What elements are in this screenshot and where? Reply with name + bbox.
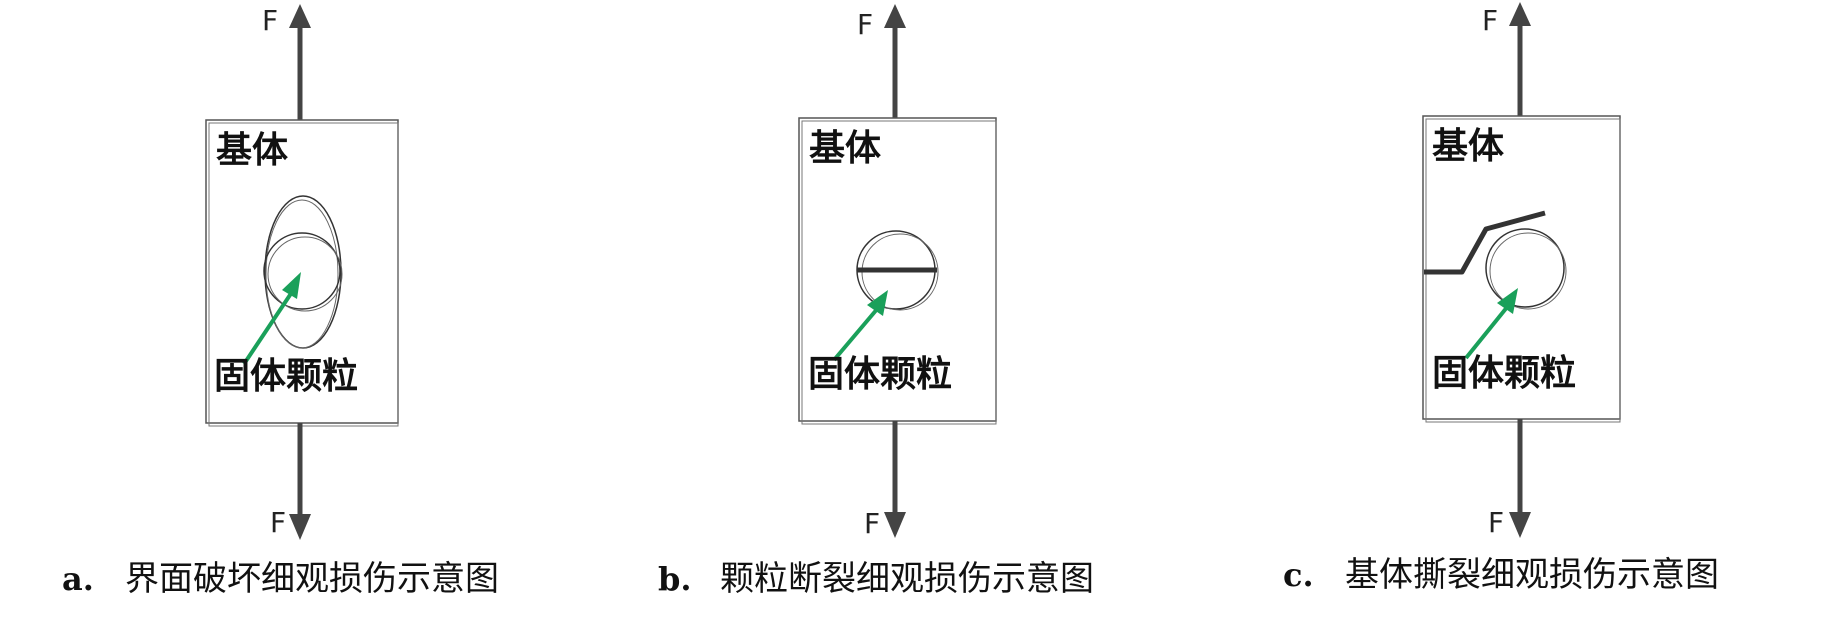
panel-a-caption-letter: a.: [62, 560, 94, 598]
panel-b-force-bottom-label: F: [864, 507, 880, 540]
panel-c-force-bottom-arrow: [1509, 419, 1531, 538]
panel-a-force-top-label: F: [262, 4, 278, 37]
panel-c-force-bottom-label: F: [1488, 506, 1504, 539]
panel-b-matrix-label: 基体: [809, 128, 881, 169]
panel-b-pointer-arrow: [832, 290, 888, 362]
panel-b-particle-label: 固体颗粒: [808, 354, 952, 395]
panel-c-tear-crack: [1424, 210, 1546, 275]
panel-a-matrix-label: 基体: [216, 130, 288, 171]
panel-b-caption-text: 颗粒断裂细观损伤示意图: [720, 559, 1094, 599]
panel-a-force-top-arrow: [289, 4, 311, 120]
panel-b: F 基体 固体颗粒 F b. 颗粒断裂细观损伤示意图: [658, 4, 1094, 599]
panel-a-caption-text: 界面破坏细观损伤示意图: [125, 559, 499, 599]
panel-a-particle-label: 固体颗粒: [214, 356, 358, 397]
panel-c-force-top-label: F: [1482, 4, 1498, 37]
panel-a-force-bottom-label: F: [270, 506, 286, 539]
panel-a-particle: [263, 232, 343, 312]
panel-a-debond-ellipse: [264, 195, 342, 349]
panel-c-caption-letter: c.: [1283, 556, 1314, 594]
panel-c-particle-label: 固体颗粒: [1432, 353, 1576, 394]
panel-b-force-top-label: F: [857, 8, 873, 41]
panel-a-force-bottom-arrow: [289, 423, 311, 540]
panel-c-force-top-arrow: [1509, 2, 1531, 116]
panel-c: F 基体 固体颗粒 F c. 基体撕裂细观损伤示意图: [1283, 2, 1719, 595]
panel-c-matrix-label: 基体: [1432, 126, 1504, 167]
panel-b-force-top-arrow: [884, 4, 906, 118]
panel-a-pointer-arrow: [242, 272, 301, 366]
panel-c-caption-text: 基体撕裂细观损伤示意图: [1345, 555, 1719, 595]
panel-c-pointer-arrow: [1464, 288, 1518, 360]
panel-c-particle: [1485, 228, 1567, 310]
panel-b-caption-letter: b.: [658, 560, 692, 598]
panel-b-force-bottom-arrow: [884, 421, 906, 538]
panel-a: F 基体 固体颗粒 F a. 界面破坏细观损伤示意图: [62, 4, 499, 599]
